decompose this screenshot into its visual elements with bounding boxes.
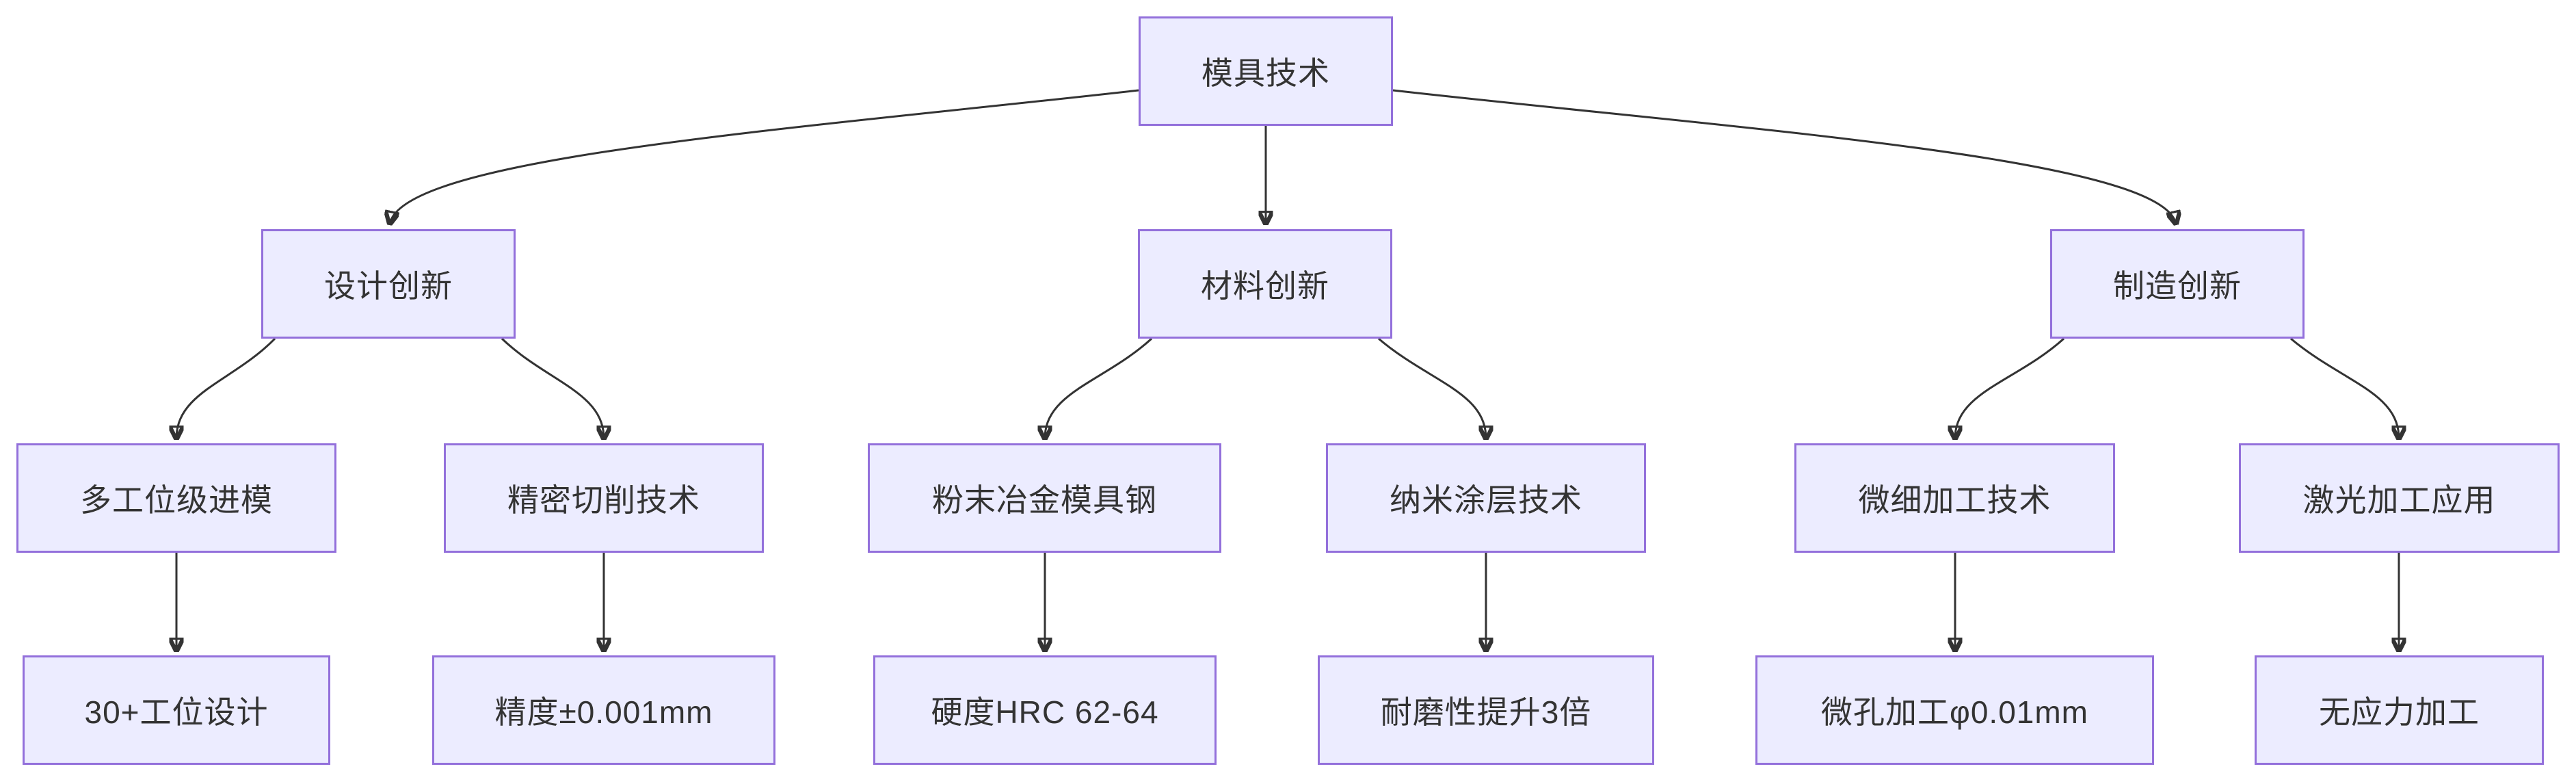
node-material-innovation-label: 材料创新 [1201,268,1329,304]
node-micro-hole-machining-label: 微孔加工φ0.01mm [1821,694,2088,730]
edge-manufacturing-to-micro-machining [1955,337,2065,439]
node-stress-free-machining-label: 无应力加工 [2319,694,2480,730]
node-wear-resistance-label: 耐磨性提升3倍 [1380,694,1592,730]
node-precision-cutting-label: 精密切削技术 [507,482,700,518]
node-mold-technology: 模具技术 [1139,16,1393,126]
node-design-innovation: 设计创新 [261,229,516,339]
node-nano-coating: 纳米涂层技术 [1326,443,1646,553]
node-design-innovation-label: 设计创新 [324,268,453,304]
edge-design-to-precision-cutting [501,337,604,439]
edge-material-to-nano-coating [1378,337,1486,439]
node-station-design-label: 30+工位设计 [84,694,269,730]
node-hardness: 硬度HRC 62-64 [873,655,1217,765]
node-manufacturing-innovation-label: 制造创新 [2113,268,2242,304]
node-precision-tolerance: 精度±0.001mm [432,655,775,765]
node-wear-resistance: 耐磨性提升3倍 [1318,655,1654,765]
node-micro-machining-label: 微细加工技术 [1858,482,2051,518]
edge-design-to-multi-station [176,337,276,439]
node-micro-machining: 微细加工技术 [1794,443,2115,553]
node-micro-hole-machining: 微孔加工φ0.01mm [1755,655,2154,765]
node-laser-machining-label: 激光加工应用 [2302,482,2496,518]
node-nano-coating-label: 纳米涂层技术 [1390,482,1582,518]
node-powder-metallurgy-steel-label: 粉末冶金模具钢 [932,482,1157,518]
node-powder-metallurgy-steel: 粉末冶金模具钢 [868,443,1221,553]
node-multi-station-progressive-die: 多工位级进模 [16,443,336,553]
edge-material-to-powder-steel [1045,337,1153,439]
edge-root-to-design [390,89,1139,224]
node-station-design: 30+工位设计 [23,655,330,765]
node-manufacturing-innovation: 制造创新 [2050,229,2305,339]
node-laser-machining: 激光加工应用 [2239,443,2560,553]
node-material-innovation: 材料创新 [1138,229,1392,339]
edge-root-to-manufacturing [1392,89,2176,224]
edge-manufacturing-to-laser-machining [2290,337,2399,439]
node-precision-tolerance-label: 精度±0.001mm [494,694,713,730]
node-hardness-label: 硬度HRC 62-64 [931,694,1159,730]
node-multi-station-progressive-die-label: 多工位级进模 [80,482,273,518]
node-stress-free-machining: 无应力加工 [2255,655,2544,765]
node-mold-technology-label: 模具技术 [1201,55,1330,91]
node-precision-cutting: 精密切削技术 [444,443,764,553]
